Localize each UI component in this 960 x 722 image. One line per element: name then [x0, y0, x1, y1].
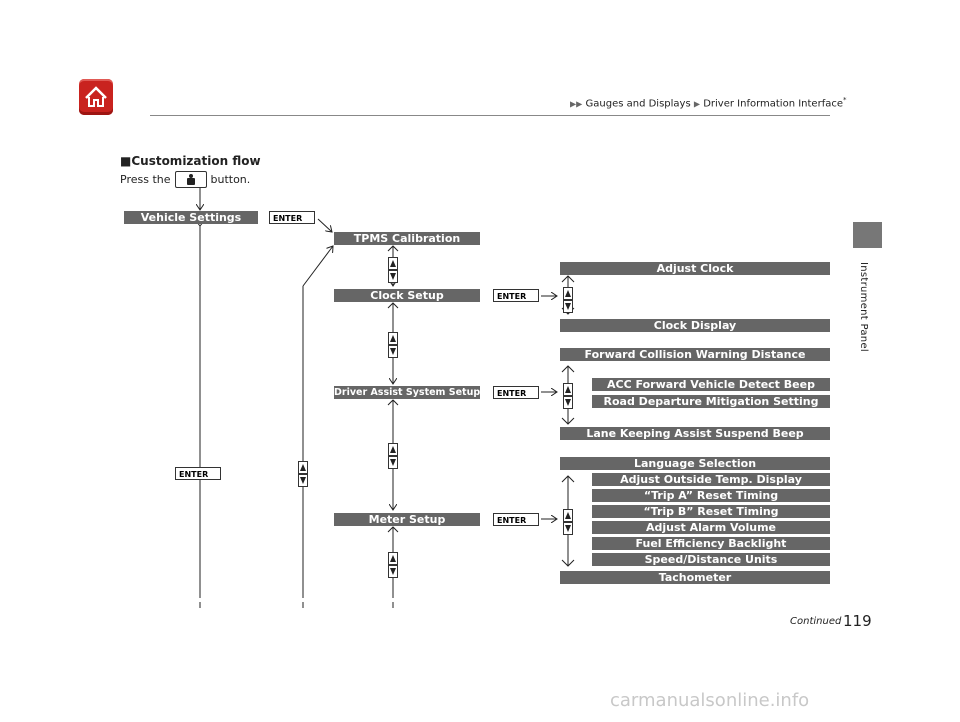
- meter-item[interactable]: Adjust Outside Temp. Display: [592, 473, 830, 486]
- breadcrumb-arrow-icon: ▶▶: [570, 99, 583, 109]
- instruction-text: Press the: [120, 173, 171, 186]
- enter-button[interactable]: ENTER: [493, 513, 539, 526]
- meter-item[interactable]: Tachometer: [560, 571, 830, 584]
- section-label: Instrument Panel: [858, 262, 869, 352]
- up-arrow-button[interactable]: [388, 257, 398, 270]
- section-tab[interactable]: [853, 222, 882, 248]
- enter-button[interactable]: ENTER: [493, 386, 539, 399]
- down-arrow-button[interactable]: [563, 522, 573, 535]
- down-arrow-button[interactable]: [563, 300, 573, 313]
- meter-item[interactable]: “Trip A” Reset Timing: [592, 489, 830, 502]
- continued-label: Continued: [790, 616, 842, 627]
- asterisk: *: [843, 96, 847, 104]
- breadcrumb-arrow-icon: ▶: [693, 99, 701, 109]
- down-arrow-button[interactable]: [388, 456, 398, 469]
- header-divider: [150, 115, 830, 116]
- page-number: 119: [843, 612, 872, 630]
- breadcrumb-item[interactable]: Gauges and Displays: [585, 98, 691, 110]
- instruction-text: button.: [210, 173, 251, 186]
- clock-display-item[interactable]: Clock Display: [560, 319, 830, 332]
- up-arrow-button[interactable]: [388, 443, 398, 456]
- tpms-calibration-item[interactable]: TPMS Calibration: [334, 232, 480, 245]
- down-arrow-button[interactable]: [388, 345, 398, 358]
- meter-item[interactable]: Adjust Alarm Volume: [592, 521, 830, 534]
- settings-button-icon: [174, 171, 207, 188]
- watermark: carmanualsonline.info: [610, 690, 810, 711]
- acc-detect-beep-item[interactable]: ACC Forward Vehicle Detect Beep: [592, 378, 830, 391]
- down-arrow-button[interactable]: [388, 270, 398, 283]
- instruction: Press the button.: [120, 171, 250, 188]
- home-icon: [85, 86, 107, 107]
- meter-item[interactable]: Fuel Efficiency Backlight: [592, 537, 830, 550]
- section-title: ■Customization flow: [120, 154, 261, 168]
- up-arrow-button[interactable]: [563, 383, 573, 396]
- enter-button[interactable]: ENTER: [493, 289, 539, 302]
- up-arrow-button[interactable]: [388, 552, 398, 565]
- lka-suspend-beep-item[interactable]: Lane Keeping Assist Suspend Beep: [560, 427, 830, 440]
- fcw-distance-item[interactable]: Forward Collision Warning Distance: [560, 348, 830, 361]
- breadcrumb-item[interactable]: Driver Information Interface: [703, 98, 843, 110]
- vehicle-settings-label[interactable]: Vehicle Settings: [124, 211, 258, 224]
- down-arrow-button[interactable]: [298, 474, 308, 487]
- up-arrow-button[interactable]: [563, 287, 573, 300]
- driver-assist-setup-item[interactable]: Driver Assist System Setup: [334, 386, 480, 399]
- down-arrow-button[interactable]: [388, 565, 398, 578]
- up-arrow-button[interactable]: [298, 461, 308, 474]
- down-arrow-button[interactable]: [563, 396, 573, 409]
- meter-item[interactable]: Speed/Distance Units: [592, 553, 830, 566]
- up-arrow-button[interactable]: [388, 332, 398, 345]
- enter-button[interactable]: ENTER: [269, 211, 315, 224]
- up-arrow-button[interactable]: [563, 509, 573, 522]
- meter-setup-item[interactable]: Meter Setup: [334, 513, 480, 526]
- adjust-clock-item[interactable]: Adjust Clock: [560, 262, 830, 275]
- meter-item[interactable]: Language Selection: [560, 457, 830, 470]
- home-button[interactable]: [79, 79, 113, 115]
- clock-setup-item[interactable]: Clock Setup: [334, 289, 480, 302]
- enter-button[interactable]: ENTER: [175, 467, 221, 480]
- rdm-setting-item[interactable]: Road Departure Mitigation Setting: [592, 395, 830, 408]
- meter-item[interactable]: “Trip B” Reset Timing: [592, 505, 830, 518]
- breadcrumb: ▶▶ Gauges and Displays ▶ Driver Informat…: [570, 96, 847, 109]
